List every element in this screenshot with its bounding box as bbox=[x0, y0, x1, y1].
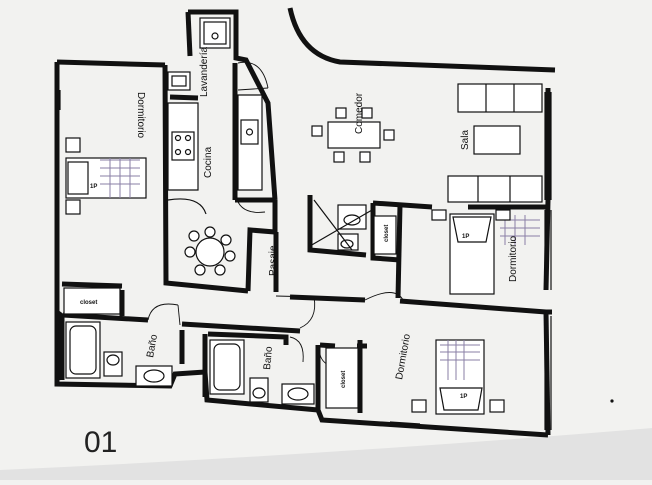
unit-number: 01 bbox=[84, 426, 117, 459]
door-swings bbox=[147, 61, 404, 367]
right-bedroom-furniture bbox=[431, 209, 540, 295]
kitchen-fixtures bbox=[167, 94, 263, 276]
bottom-bedroom-furniture bbox=[389, 339, 614, 425]
right-bath-fixtures bbox=[309, 199, 373, 251]
label-pasaje: Pasaje bbox=[268, 245, 279, 276]
living-furniture bbox=[447, 83, 552, 430]
dining-table bbox=[311, 107, 395, 163]
label-closet-bottom: closet bbox=[341, 371, 347, 388]
label-cocina: Cocina bbox=[203, 146, 214, 178]
label-bed-bottom: 1P bbox=[460, 394, 467, 400]
label-comedor: Comedor bbox=[354, 92, 365, 134]
label-lavanderia: Lavandería bbox=[199, 47, 210, 97]
page-curl-shadow bbox=[0, 428, 652, 480]
label-closet-right: closet bbox=[384, 225, 390, 242]
left-bedroom-furniture bbox=[59, 90, 147, 215]
label-dormitorio-bottom: Dormitorio bbox=[394, 333, 413, 381]
label-dormitorio-right: Dormitorio bbox=[508, 235, 519, 282]
label-closet-left: closet bbox=[80, 300, 97, 306]
label-sala: Sala bbox=[460, 130, 471, 150]
laundry-area bbox=[167, 17, 231, 91]
label-dormitorio-left: Dormitorio bbox=[135, 92, 146, 139]
label-bano-mid: Baño bbox=[262, 346, 275, 371]
label-bed-left: 1P bbox=[90, 184, 97, 190]
closet-boxes bbox=[63, 215, 397, 409]
label-bed-right: 1P bbox=[462, 234, 469, 240]
bottom-bath-fixtures bbox=[65, 321, 315, 405]
label-bano-left: Baño bbox=[145, 333, 160, 358]
interior-walls bbox=[59, 63, 548, 413]
